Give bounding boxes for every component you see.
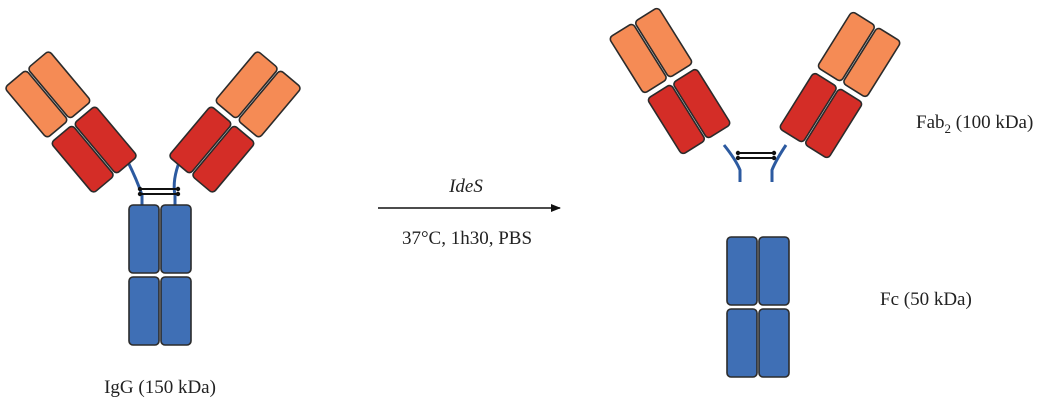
fc-domain [726,236,758,306]
light-chain-domain [609,23,667,94]
light-chain-domain [238,70,301,138]
fab2-fragment [609,7,901,182]
fc-domain [160,204,192,274]
light-chain-domain [215,51,278,119]
light-chain-domain [843,27,901,98]
igg-fc-region [128,204,192,346]
heavy-chain-domain [169,106,232,174]
heavy-chain-domain [51,125,114,193]
fab2-arm-left [609,7,731,155]
fab2-hinge-right-strand [770,144,788,182]
heavy-chain-domain [673,68,731,139]
fc-domain [726,308,758,378]
fab2-arm-right [779,11,901,159]
light-chain-domain [817,11,876,82]
enzyme-label: IdeS [448,176,483,197]
fc-domain [160,276,192,346]
fab2-hinge-left-strand [722,144,742,182]
heavy-chain-domain [779,72,837,143]
light-chain-domain [28,51,91,119]
heavy-chain-domain [192,125,255,193]
fc-fragment [726,236,790,378]
fc-domain [758,236,790,306]
conditions-label: 37°C, 1h30, PBS [402,228,532,249]
fc-domain [128,204,160,274]
igg-label: IgG (150 kDa) [104,377,216,398]
igg-antibody [5,51,301,346]
fc-domain [128,276,160,346]
fab2-label-prefix: Fab [916,112,945,133]
igg-hinge [125,159,182,205]
light-chain-domain [634,7,693,78]
fc-label: Fc (50 kDa) [880,289,972,310]
igg-fab-arm-left [5,51,137,193]
igg-hinge-right-strand [172,159,182,205]
igg-hinge-left-strand [125,159,144,205]
fab2-label: Fab2 (100 kDa) [916,112,1033,136]
heavy-chain-domain [804,88,863,159]
igg-fab-arm-right [169,51,301,193]
fab2-hinge [722,144,788,182]
fab2-label-subscript: 2 [945,121,952,136]
reaction-arrow-group: IdeS 37°C, 1h30, PBS [378,176,561,249]
heavy-chain-domain [74,106,137,174]
fc-domain [758,308,790,378]
light-chain-domain [5,70,68,138]
heavy-chain-domain [647,84,706,155]
fab2-label-suffix: (100 kDa) [951,112,1033,133]
